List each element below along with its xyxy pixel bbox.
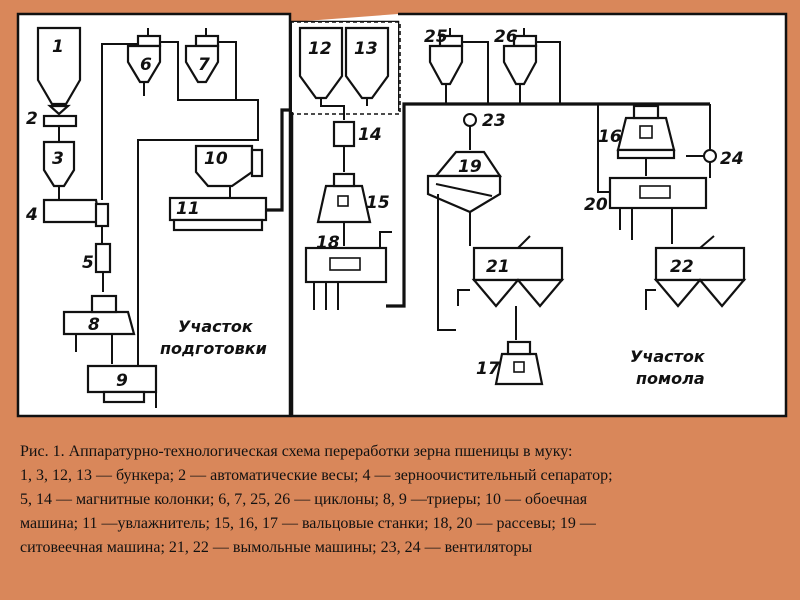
zone-label-milling-2: помола	[636, 369, 705, 388]
process-flow-diagram: 1 2 3 4 5 8 9 6	[16, 12, 788, 418]
label-8: 8	[88, 315, 100, 335]
magnetic-column-14	[332, 120, 356, 148]
label-22: 22	[670, 257, 694, 277]
label-7: 7	[198, 55, 210, 75]
cyclone-25	[428, 28, 464, 86]
label-4: 4	[25, 205, 38, 225]
moisturizer-11	[168, 196, 268, 232]
label-17: 17	[476, 359, 500, 379]
separator-4	[42, 198, 110, 228]
label-24: 24	[720, 149, 744, 169]
sifting-machine-19	[426, 150, 503, 214]
label-16: 16	[598, 127, 622, 147]
bunker-13	[344, 26, 390, 100]
label-18: 18	[316, 233, 340, 253]
label-14: 14	[358, 125, 382, 145]
caption-line-3: 5, 14 — магнитные колонки; 6, 7, 25, 26 …	[20, 491, 588, 508]
zone-label-preparation-2: подготовки	[160, 339, 267, 358]
bran-machine-22	[653, 246, 747, 308]
trier-8	[62, 294, 136, 336]
sifter-20	[608, 176, 708, 210]
label-5: 5	[82, 253, 94, 273]
label-1: 1	[52, 37, 64, 57]
caption-line-4: машина; 11 —увлажнитель; 15, 16, 17 — ва…	[20, 515, 596, 532]
label-20: 20	[584, 195, 608, 215]
zone-label-milling-1: Участок	[630, 347, 706, 366]
bins-dashed-frame	[289, 21, 401, 115]
bunker-1	[36, 26, 82, 106]
fan-24	[703, 149, 717, 163]
label-6: 6	[140, 55, 152, 75]
bunker-3	[42, 140, 76, 188]
label-2: 2	[26, 109, 38, 129]
label-12: 12	[308, 39, 332, 59]
caption-line-2: 1, 3, 12, 13 — бункера; 2 — автоматическ…	[20, 467, 613, 484]
label-9: 9	[116, 371, 128, 391]
label-21: 21	[486, 257, 510, 277]
roller-mill-17	[494, 340, 544, 386]
caption-line-1: Рис. 1. Аппаратурно-технологическая схем…	[20, 443, 573, 460]
label-3: 3	[52, 149, 64, 169]
bran-machine-21	[471, 246, 565, 308]
label-13: 13	[354, 39, 378, 59]
label-10: 10	[204, 149, 228, 169]
fan-23	[463, 113, 477, 127]
label-23: 23	[482, 111, 506, 131]
caption-line-5: ситовеечная машина; 21, 22 — вымольные м…	[20, 539, 533, 556]
zone-label-preparation-1: Участок	[178, 317, 254, 336]
bunker-12	[298, 26, 344, 100]
figure-caption: Рис. 1. Аппаратурно-технологическая схем…	[20, 440, 780, 560]
label-19: 19	[458, 157, 482, 177]
magnetic-column-5	[94, 242, 112, 274]
cyclone-6	[126, 28, 162, 84]
label-26: 26	[494, 27, 518, 47]
roller-mill-15	[316, 172, 372, 224]
roller-mill-16	[616, 104, 676, 160]
label-11: 11	[176, 199, 200, 219]
sifter-18	[304, 246, 388, 284]
label-15: 15	[366, 193, 390, 213]
cyclone-26	[502, 28, 538, 86]
scouring-machine-10	[194, 144, 264, 188]
label-25: 25	[424, 27, 448, 47]
